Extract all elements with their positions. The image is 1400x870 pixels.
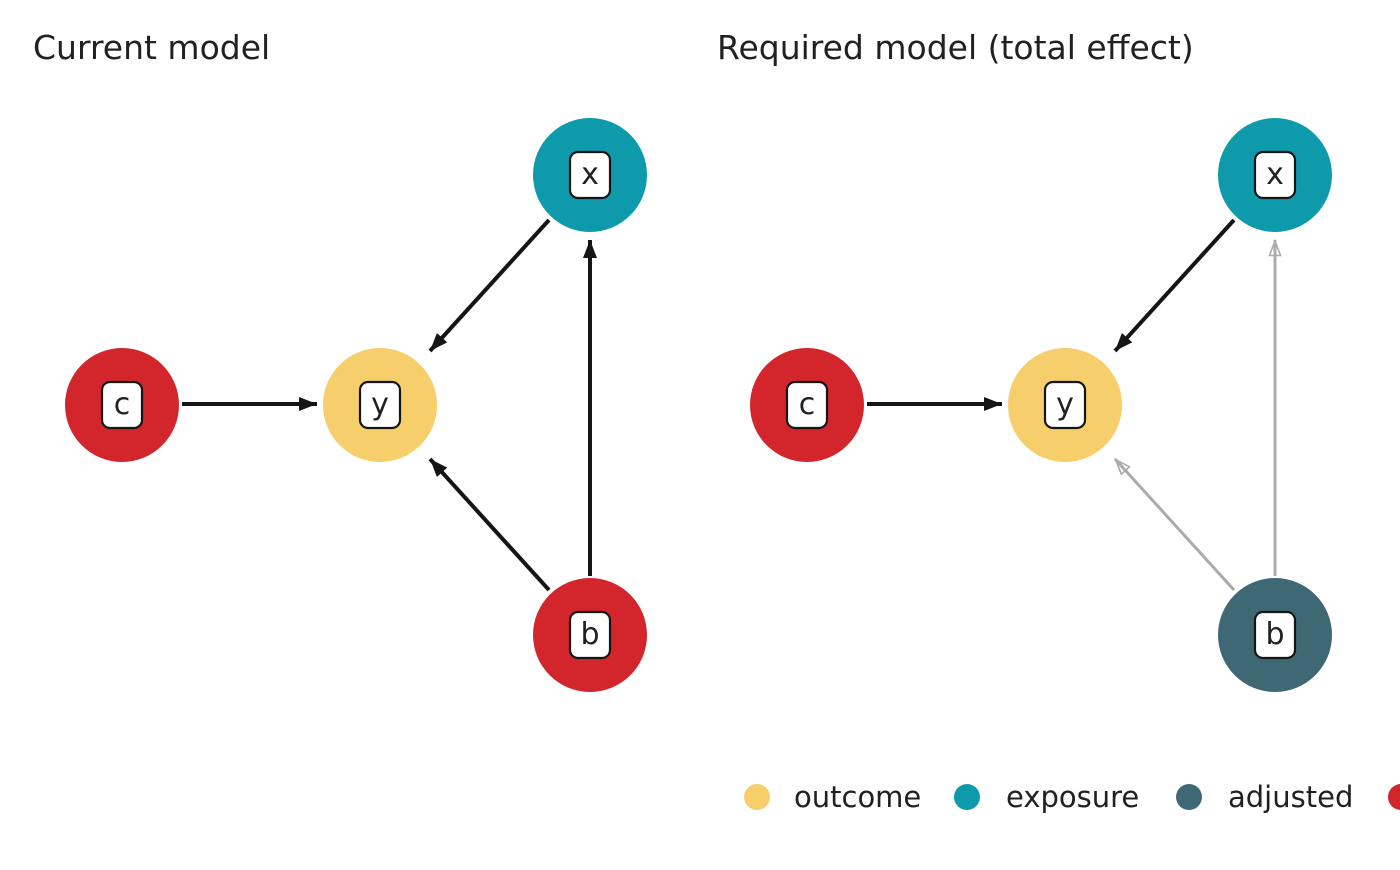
legend-dot-adjusted <box>1176 784 1202 810</box>
edge-b-to-y <box>428 457 551 592</box>
node-y-label: y <box>371 387 389 422</box>
legend-dot-outcome <box>744 784 770 810</box>
legend-dot-red-clipped <box>1388 784 1400 810</box>
node-c-label: c <box>799 387 816 422</box>
node-x-labelbox <box>1253 150 1297 200</box>
edge-b-to-y <box>1113 457 1236 592</box>
node-y-labelbox <box>358 380 402 430</box>
panel-title: Required model (total effect) <box>717 28 1194 67</box>
node-c-label: c <box>114 387 131 422</box>
node-c-labelbox <box>785 380 829 430</box>
legend-label-outcome: outcome <box>794 780 921 814</box>
node-y-labelbox <box>1043 380 1087 430</box>
node-b-labelbox <box>1253 610 1297 660</box>
legend-label-exposure: exposure <box>1006 780 1139 814</box>
legend-dot-exposure <box>954 784 980 810</box>
panel-required-model: Required model (total effect) x c y b <box>717 28 1332 692</box>
node-b-label: b <box>580 617 599 652</box>
panel-current-model: Current model x c y b <box>33 28 647 692</box>
node-y-label: y <box>1056 387 1074 422</box>
node-c-labelbox <box>100 380 144 430</box>
legend-label-adjusted: adjusted <box>1228 780 1353 814</box>
legend: outcome exposure adjusted <box>744 780 1400 814</box>
node-b-label: b <box>1265 617 1284 652</box>
edge-x-to-y <box>1113 218 1236 353</box>
node-x-labelbox <box>568 150 612 200</box>
node-x-label: x <box>1266 157 1284 192</box>
edge-x-to-y <box>428 218 551 353</box>
node-b-labelbox <box>568 610 612 660</box>
panel-title: Current model <box>33 28 270 67</box>
node-x-label: x <box>581 157 599 192</box>
